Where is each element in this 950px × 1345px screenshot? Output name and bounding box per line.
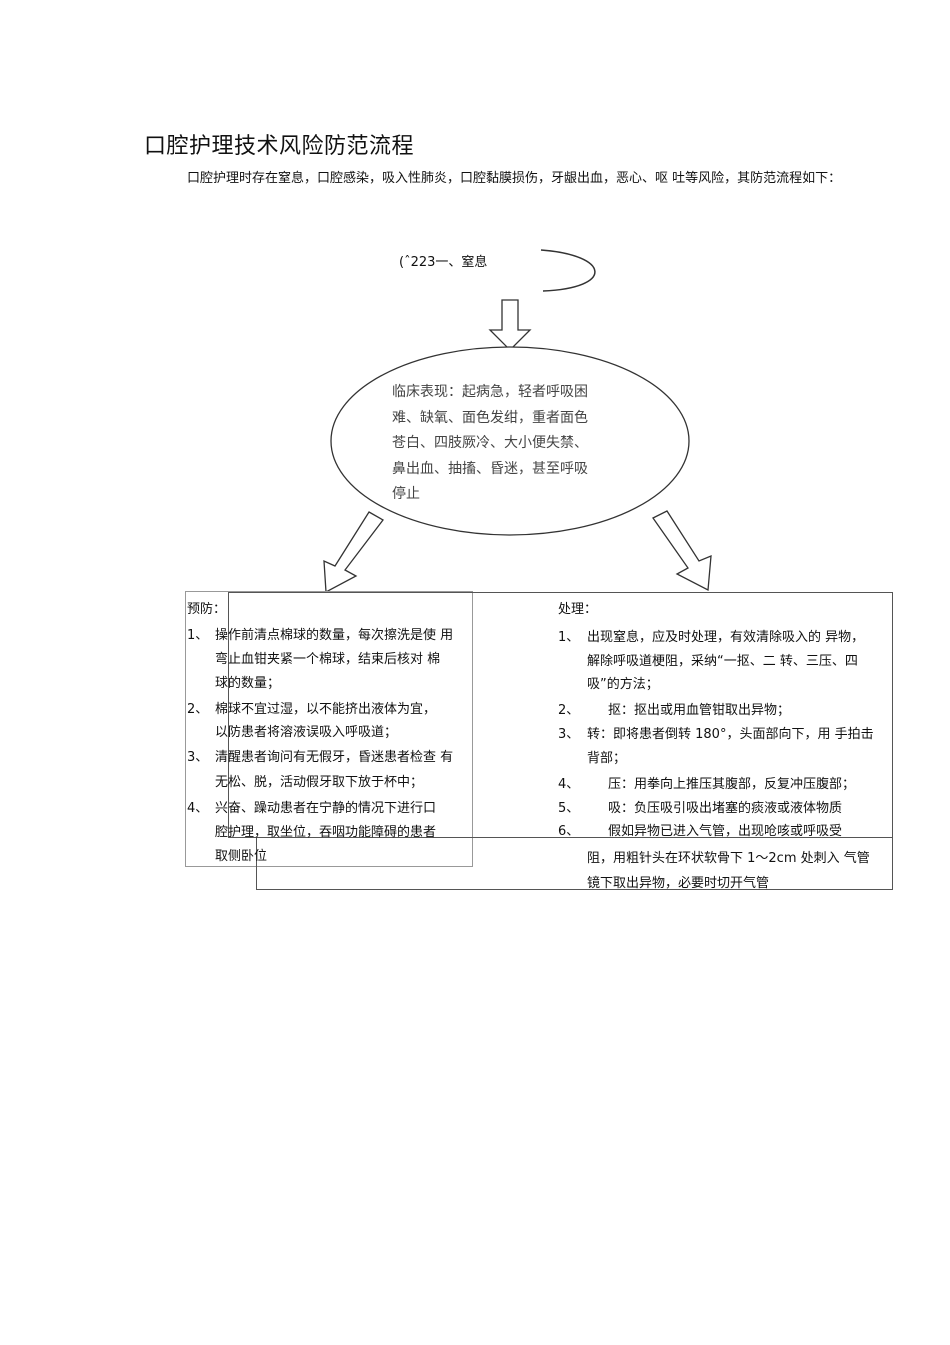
prevention-item-number: 4、 [187,801,209,816]
treatment-item-line: 吸”的方法； [587,677,659,692]
prevention-item-line: 以防患者将溶液误吸入呼吸道； [215,725,398,740]
treatment-item-line: 阻，用粗针头在环状软骨下 1〜2cm 处刺入 气管 [587,851,870,866]
treatment-item-line: 抠：抠出或用血管钳取出异物； [608,703,791,718]
treatment-item-number: 3、 [558,727,580,742]
clinical-line: 鼻出血、抽搐、昏迷，甚至呼吸 [392,460,588,477]
prevention-item-line: 球的数量； [215,676,281,691]
treatment-box-continued [256,837,893,890]
treatment-item-line: 解除呼吸道梗阻，采纳“一抠、二 转、三压、四 [587,654,858,669]
prevention-item-line: 清醒患者询问有无假牙，昏迷患者检查 有 [215,750,454,765]
prevention-box [185,591,473,867]
down-arrow [488,299,532,351]
prevention-item-number: 1、 [187,628,209,643]
page-title: 口腔护理技术风险防范流程 [144,134,415,159]
prevention-item-number: 3、 [187,750,209,765]
prevention-item-line: 取侧卧位 [215,849,268,864]
clinical-ellipse [330,346,690,536]
prevention-item-line: 操作前清点棉球的数量，每次擦洗是使 用 [215,628,454,643]
left-arrow [323,511,384,594]
treatment-item-line: 出现窒息，应及时处理，有效清除吸入的 异物， [587,630,865,645]
clinical-text: 临床表现：起病急，轻者呼吸困 难、缺氧、面色发绀，重者面色 苍白、四肢厥冷、大小… [392,380,607,508]
start-node-shape [540,249,596,292]
treatment-heading: 处理： [558,602,598,617]
intro-paragraph: 口腔护理时存在窒息，口腔感染，吸入性肺炎，口腔黏膜损伤，牙龈出血，恶心、呕 吐等… [187,171,842,186]
treatment-item-number: 4、 [558,777,580,792]
treatment-item-line: 转：即将患者倒转 180°，头面部向下，用 手拍击 [587,727,874,742]
prevention-item-line: 无松、脱，活动假牙取下放于杯中； [215,775,424,790]
prevention-item-line: 弯止血钳夹紧一个棉球，结束后核对 棉 [215,652,441,667]
clinical-line: 临床表现：起病急，轻者呼吸困 [392,384,588,400]
treatment-item-number: 2、 [558,703,580,718]
treatment-item-number: 5、 [558,801,580,816]
treatment-item-number: 1、 [558,630,580,645]
treatment-item-line: 镜下取出异物，必要时切开气管 [587,876,770,891]
treatment-item-number: 6、 [558,824,580,839]
clinical-line: 停止 [392,486,420,502]
treatment-item-line: 背部； [587,751,627,766]
start-node-label: (ˆ223一、窒息 [399,255,488,270]
clinical-line: 苍白、四肢厥冷、大小便失禁、 [392,435,588,451]
treatment-item-line: 压：用拳向上推压其腹部，反复冲压腹部； [608,777,856,792]
prevention-item-number: 2、 [187,702,209,717]
clinical-line: 难、缺氧、面色发绀，重者面色 [392,409,588,426]
treatment-item-line: 吸：负压吸引吸出堵塞的痰液或液体物质 [608,801,843,816]
prevention-heading: 预防： [187,602,227,617]
prevention-item-line: 腔护理，取坐位，吞咽功能障碍的患者 [215,825,437,840]
prevention-item-line: 棉球不宜过湿，以不能挤出液体为宜， [215,702,437,717]
treatment-item-line: 假如异物已进入气管，出现呛咳或呼吸受 [608,824,843,839]
right-arrow [652,510,712,592]
prevention-item-line: 兴奋、躁动患者在宁静的情况下进行口 [215,801,437,816]
